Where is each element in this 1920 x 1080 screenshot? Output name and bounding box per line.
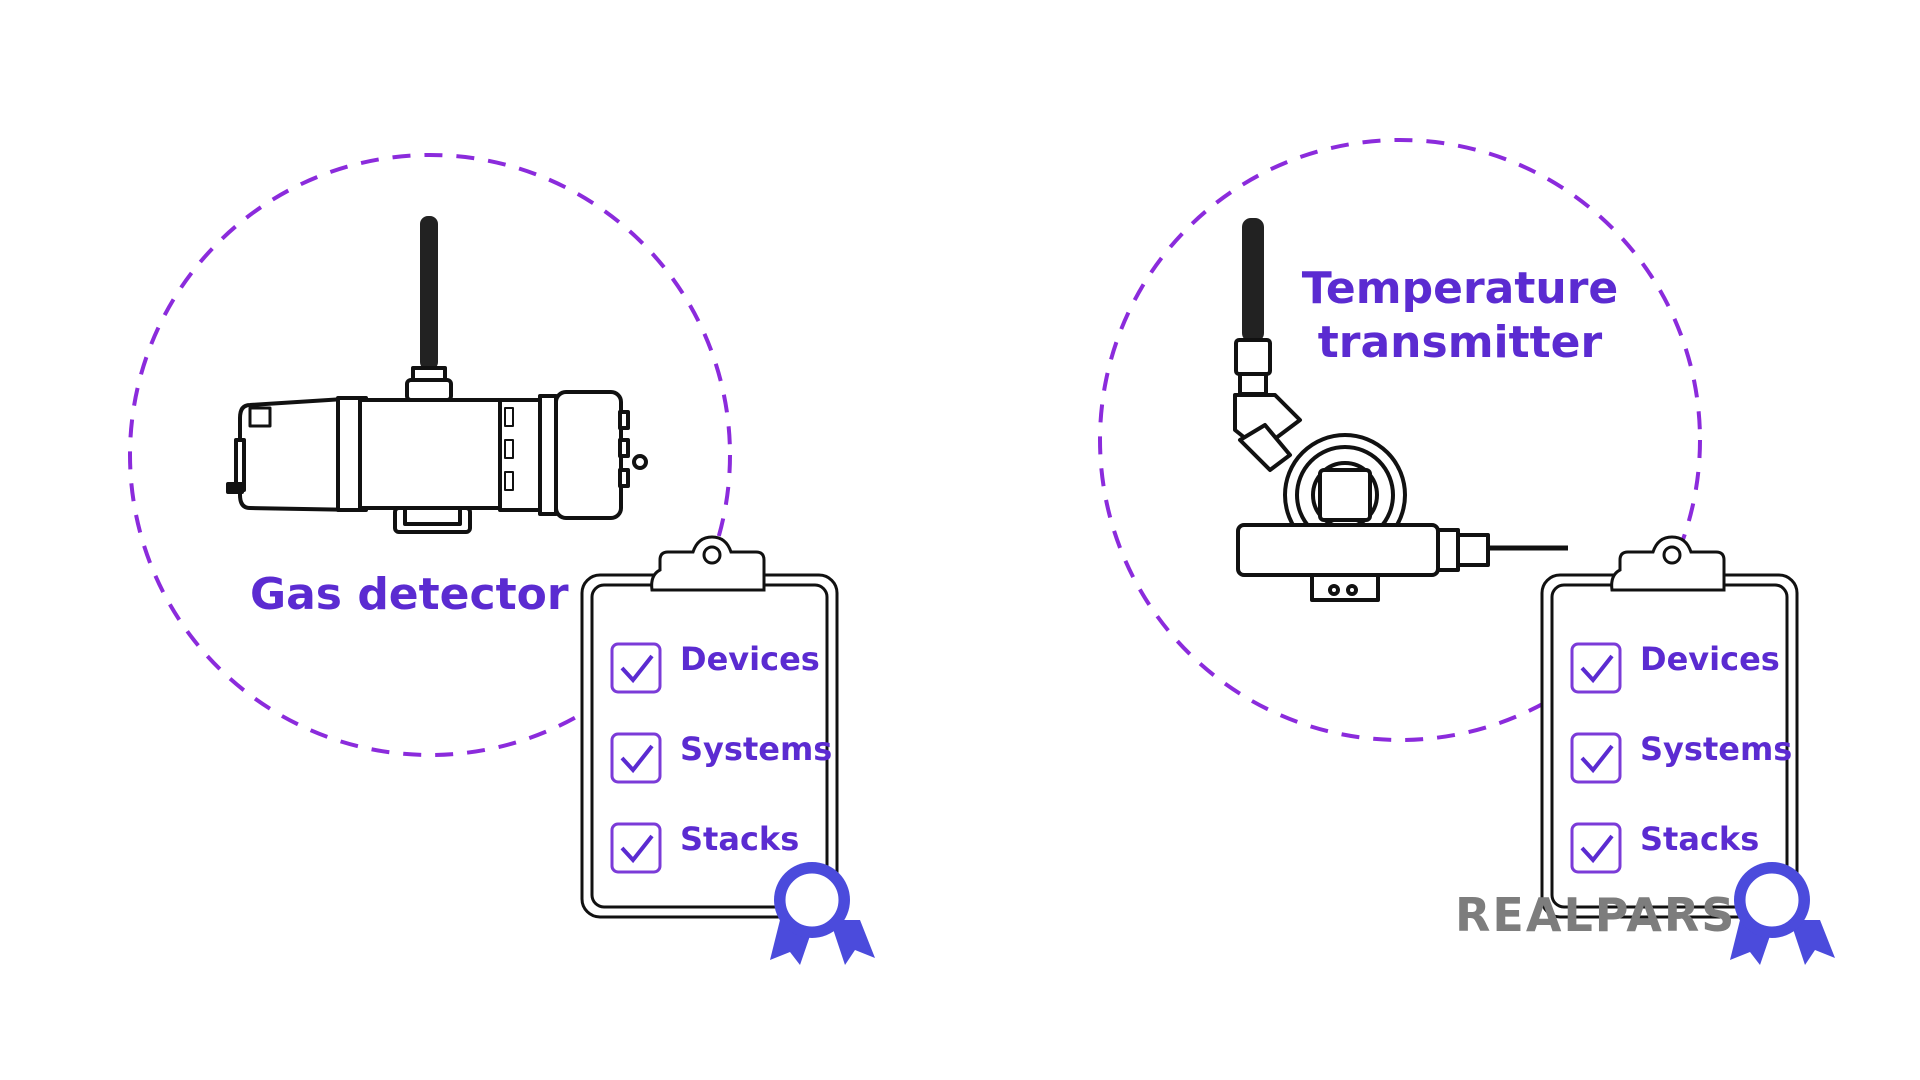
checkbox-box: [610, 822, 662, 874]
checkmark-icon: [1580, 654, 1614, 684]
award-ribbon-icon: [770, 862, 875, 965]
checkmark-icon: [1580, 834, 1614, 864]
checkbox-group: [610, 642, 662, 874]
checkbox-box: [610, 732, 662, 784]
title-line-2: transmitter: [1317, 317, 1603, 368]
temperature-transmitter-title: Temperature transmitter: [1290, 262, 1630, 370]
checklist-item-systems: Systems: [1640, 730, 1793, 768]
checkbox-box: [1570, 822, 1622, 874]
clipboard-icon: [1540, 535, 1799, 919]
checklist-item-devices: Devices: [680, 640, 820, 678]
checklist-item-stacks: Stacks: [1640, 820, 1760, 858]
gas-detector-title: Gas detector: [250, 569, 569, 620]
temperature-transmitter-icon: [1233, 218, 1568, 602]
dashed-circle: [128, 153, 732, 757]
gas-detector-panel: Gas detector Devices Systems Stacks: [128, 153, 875, 965]
checkbox-box: [1570, 732, 1622, 784]
gas-detector-illustration: [128, 153, 875, 965]
checkmark-icon: [620, 654, 654, 684]
checkbox-box: [1570, 642, 1622, 694]
award-ribbon-icon: [1730, 862, 1835, 965]
temperature-transmitter-illustration: [1098, 138, 1835, 965]
checkbox-box: [610, 642, 662, 694]
checklist-item-devices: Devices: [1640, 640, 1780, 678]
title-line-1: Temperature: [1301, 263, 1619, 314]
checklist-item-systems: Systems: [680, 730, 833, 768]
dashed-circle: [1098, 138, 1702, 742]
checkmark-icon: [620, 744, 654, 774]
temperature-transmitter-panel: Temperature transmitter Devices Systems …: [960, 0, 1920, 1080]
gas-detector-icon: [226, 216, 648, 534]
checkbox-group: [1570, 642, 1622, 874]
checkmark-icon: [1580, 744, 1614, 774]
realpars-logo: REALPARS: [1455, 888, 1737, 942]
checklist-item-stacks: Stacks: [680, 820, 800, 858]
checkmark-icon: [620, 834, 654, 864]
clipboard-icon: [580, 535, 839, 919]
